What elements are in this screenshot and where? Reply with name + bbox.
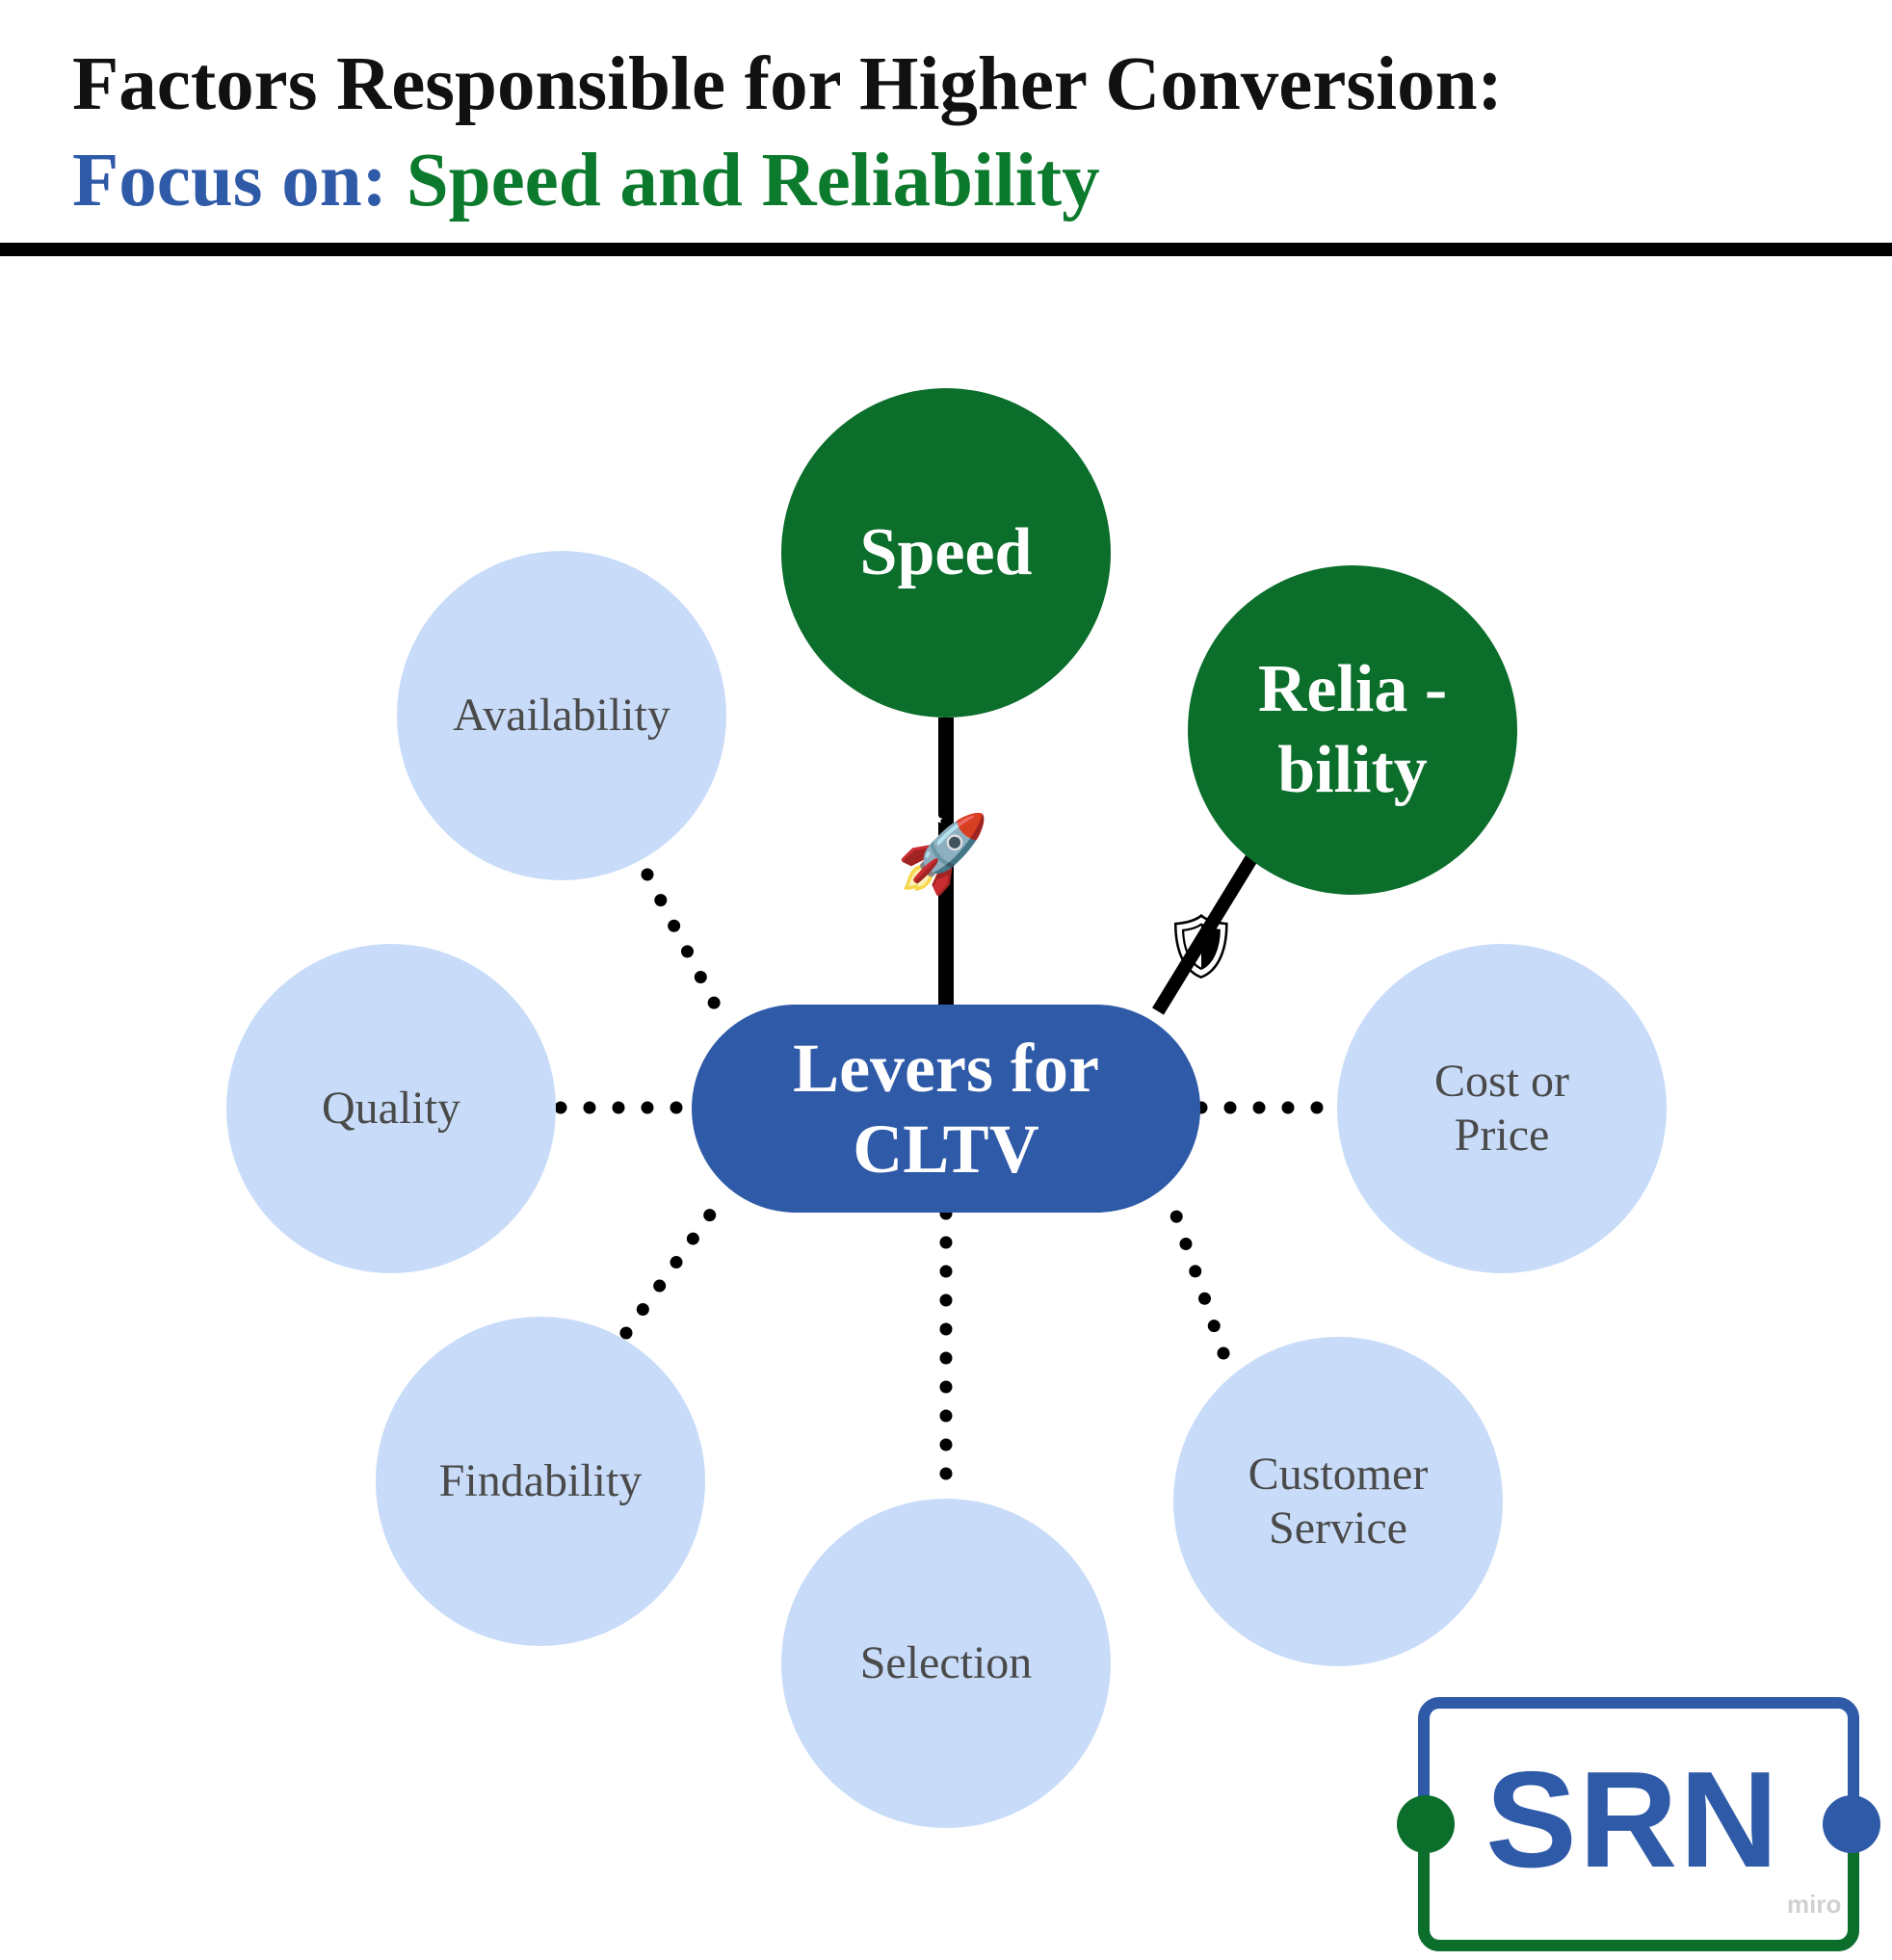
customer-service-link — [1164, 1192, 1230, 1360]
page-title: Factors Responsible for Higher Conversio… — [72, 42, 1503, 126]
subtitle-prefix: Focus on: — [72, 139, 387, 222]
header-divider — [0, 243, 1892, 256]
cltv-center-node: Levers for CLTV — [692, 1005, 1200, 1213]
rocket-icon: 🚀 — [896, 811, 990, 898]
srn-logo: SRN — [1485, 1743, 1780, 1896]
shield-icon: 🛡 — [1161, 909, 1242, 983]
findability-node: Findability — [376, 1317, 705, 1646]
quality-node: Quality — [226, 944, 556, 1273]
quality-label: Quality — [322, 1083, 460, 1134]
findability-link — [619, 1188, 731, 1340]
subtitle-focus: Speed and Reliability — [406, 139, 1100, 222]
selection-node: Selection — [781, 1499, 1111, 1828]
reliability-link — [1152, 853, 1258, 1015]
selection-label: Selection — [859, 1637, 1033, 1688]
availability-node: Availability — [397, 551, 726, 880]
availability-label: Availability — [453, 690, 670, 741]
logo-dot-right — [1823, 1795, 1880, 1853]
page-subtitle: Focus on: Speed and Reliability — [72, 133, 1864, 229]
availability-link — [641, 868, 731, 1030]
cost-label: Cost or Price — [1433, 1056, 1569, 1161]
cost-node: Cost or Price — [1337, 944, 1667, 1273]
speed-label: Speed — [859, 515, 1033, 589]
reliability-label: Relia - bility — [1257, 652, 1448, 807]
miro-watermark: miro — [1787, 1890, 1842, 1919]
findability-label: Findability — [438, 1455, 643, 1506]
logo-dot-left — [1397, 1795, 1455, 1853]
speed-node: Speed — [781, 388, 1111, 718]
customer-service-node: Customer Service — [1173, 1337, 1503, 1666]
customer-service-label: Customer Service — [1248, 1449, 1429, 1554]
reliability-node: Relia - bility — [1188, 565, 1517, 895]
cltv-center-label: Levers for CLTV — [793, 1030, 1099, 1188]
